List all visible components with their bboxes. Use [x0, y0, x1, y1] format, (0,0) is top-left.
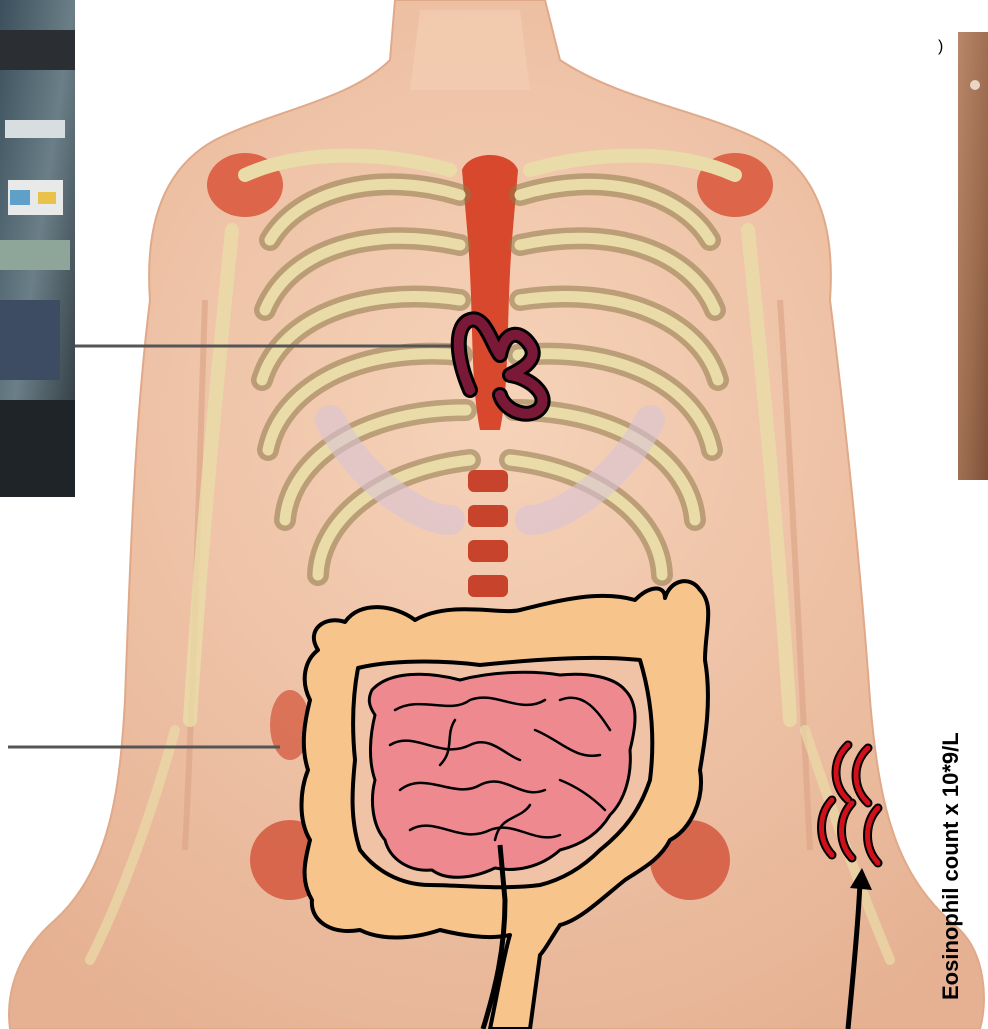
corner-mark: ): [938, 38, 943, 56]
right-photo: [958, 32, 988, 492]
eosinophil-axis-label: Eosinophil count x 10*9/L: [938, 560, 966, 1000]
left-photo: [0, 0, 75, 497]
